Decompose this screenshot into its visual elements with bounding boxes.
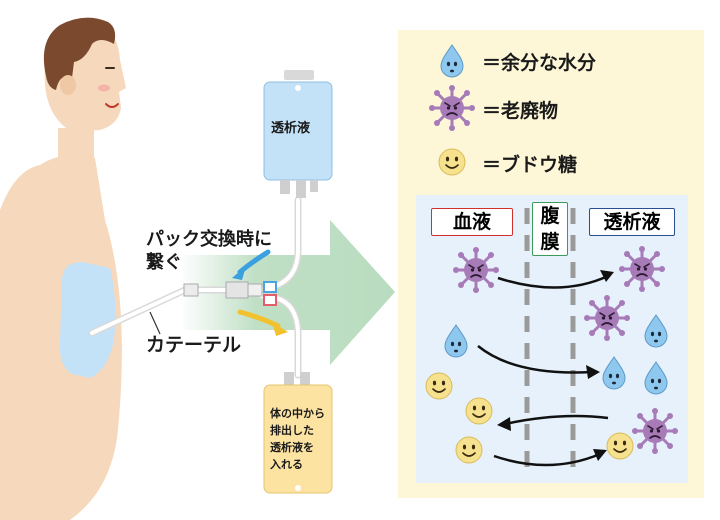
dialysate-bag-top	[263, 70, 333, 198]
membrane-label-char: 腹	[540, 205, 560, 227]
patient-figure	[0, 17, 126, 520]
flow-arrow	[180, 220, 395, 365]
bag-bottom-line: 排出した	[270, 424, 314, 437]
bag-bottom-line: 体の中から	[270, 407, 325, 420]
connect-label-line: 繋ぐ	[146, 252, 182, 273]
bag-bottom-text: 体の中から 排出した 透析液を 入れる	[270, 405, 325, 473]
bag-bottom-line: 透析液を	[270, 441, 314, 454]
tube-connector	[183, 281, 277, 306]
catheter-pointer	[149, 311, 161, 335]
dialysate-label: 透析液	[589, 208, 675, 236]
glucose-particle	[465, 397, 493, 425]
drain-bag-bottom	[263, 372, 333, 494]
bag-bottom-line: 入れる	[270, 458, 303, 471]
legend-waste-text: ＝老廃物	[482, 100, 559, 122]
glucose-particle	[606, 432, 634, 460]
waste-particle	[630, 406, 680, 456]
legend-glucose-text: ＝ブドウ糖	[482, 154, 578, 176]
bag-top-label: 透析液	[271, 121, 311, 136]
yellow-arrow-head	[272, 322, 288, 336]
waste-particle	[451, 245, 501, 295]
blood-label: 血液	[431, 208, 513, 236]
glucose-particle	[455, 436, 483, 464]
membrane-label: 腹 膜	[532, 202, 568, 256]
transfer-arrows	[477, 274, 609, 467]
catheter-label: カテーテル	[146, 334, 242, 356]
waste-particle	[582, 293, 632, 343]
glucose-smiley-icon	[438, 148, 466, 176]
membrane-label-char: 膜	[540, 231, 560, 253]
blue-arrow-head	[232, 266, 246, 280]
waste-particle	[617, 244, 667, 294]
connect-label-line: パック交換時に	[146, 229, 272, 250]
waste-germ-icon	[427, 83, 477, 133]
connect-label: パック交換時に 繋ぐ	[146, 228, 272, 274]
glucose-particle	[425, 372, 453, 400]
transfer-arrow-heads	[497, 270, 614, 461]
legend-water-text: ＝余分な水分	[482, 52, 597, 74]
